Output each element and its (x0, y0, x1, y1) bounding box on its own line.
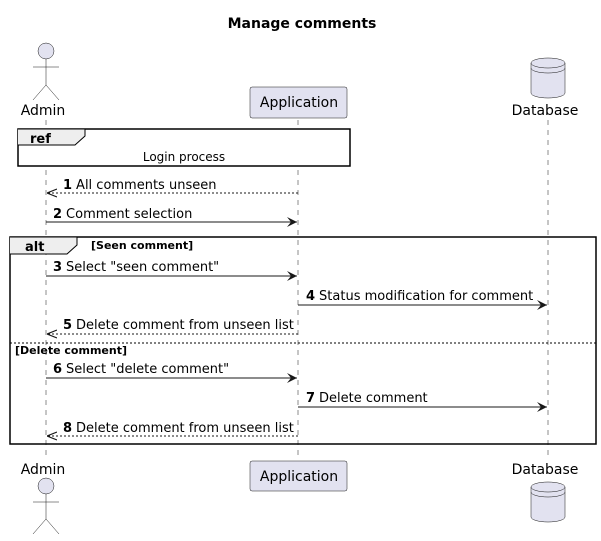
message-number: 5 (63, 318, 72, 333)
participant-application-bottom: Application (249, 460, 348, 492)
message-text: All comments unseen (76, 178, 216, 193)
message-text: Status modification for comment (319, 289, 533, 304)
message-4: 4 Status modification for comment (298, 289, 547, 310)
participant-admin-bottom: Admin (21, 462, 66, 535)
participant-application-top: Application (249, 86, 348, 119)
ref-keyword: ref (30, 132, 51, 147)
participant-label: Admin (21, 103, 66, 119)
participant-database-top: Database (512, 57, 579, 119)
message-number: 3 (53, 260, 62, 275)
alt-guard-seen: [Seen comment] (91, 239, 193, 252)
message-number: 6 (53, 362, 62, 377)
message-text: Delete comment from unseen list (76, 421, 294, 436)
message-text: Delete comment from unseen list (76, 318, 294, 333)
alt-frame: alt [Seen comment] [Delete comment] (9, 236, 597, 445)
participant-admin-top: Admin (21, 42, 66, 119)
ref-frame: ref Login process (17, 128, 351, 167)
message-1: 1 All comments unseen (47, 178, 298, 193)
participant-label: Database (512, 462, 579, 478)
actor-icon (32, 477, 60, 535)
message-5: 5 Delete comment from unseen list (47, 318, 298, 334)
diagram-title: Manage comments (228, 16, 377, 32)
message-text: Delete comment (319, 391, 428, 406)
alt-keyword: alt (25, 240, 44, 255)
participant-database-bottom: Database (512, 462, 579, 523)
actor-icon (32, 42, 60, 101)
message-number: 4 (306, 289, 315, 304)
message-text: Select "delete comment" (66, 362, 229, 377)
message-number: 1 (63, 178, 72, 193)
message-8: 8 Delete comment from unseen list (47, 421, 298, 436)
participant-label: Admin (21, 462, 66, 478)
database-icon (530, 57, 566, 99)
message-number: 8 (63, 421, 72, 436)
message-number: 7 (306, 391, 315, 406)
database-icon (530, 481, 566, 523)
message-text: Comment selection (66, 207, 192, 222)
message-number: 2 (53, 207, 62, 222)
ref-text: Login process (143, 150, 225, 164)
message-6: 6 Select "delete comment" (46, 362, 297, 383)
message-text: Select "seen comment" (66, 260, 219, 275)
message-3: 3 Select "seen comment" (46, 260, 297, 281)
participant-label: Application (260, 95, 338, 111)
participant-label: Database (512, 103, 579, 119)
message-2: 2 Comment selection (46, 207, 297, 227)
message-7: 7 Delete comment (298, 391, 547, 412)
participant-label: Application (260, 469, 338, 485)
alt-guard-delete: [Delete comment] (15, 344, 127, 357)
